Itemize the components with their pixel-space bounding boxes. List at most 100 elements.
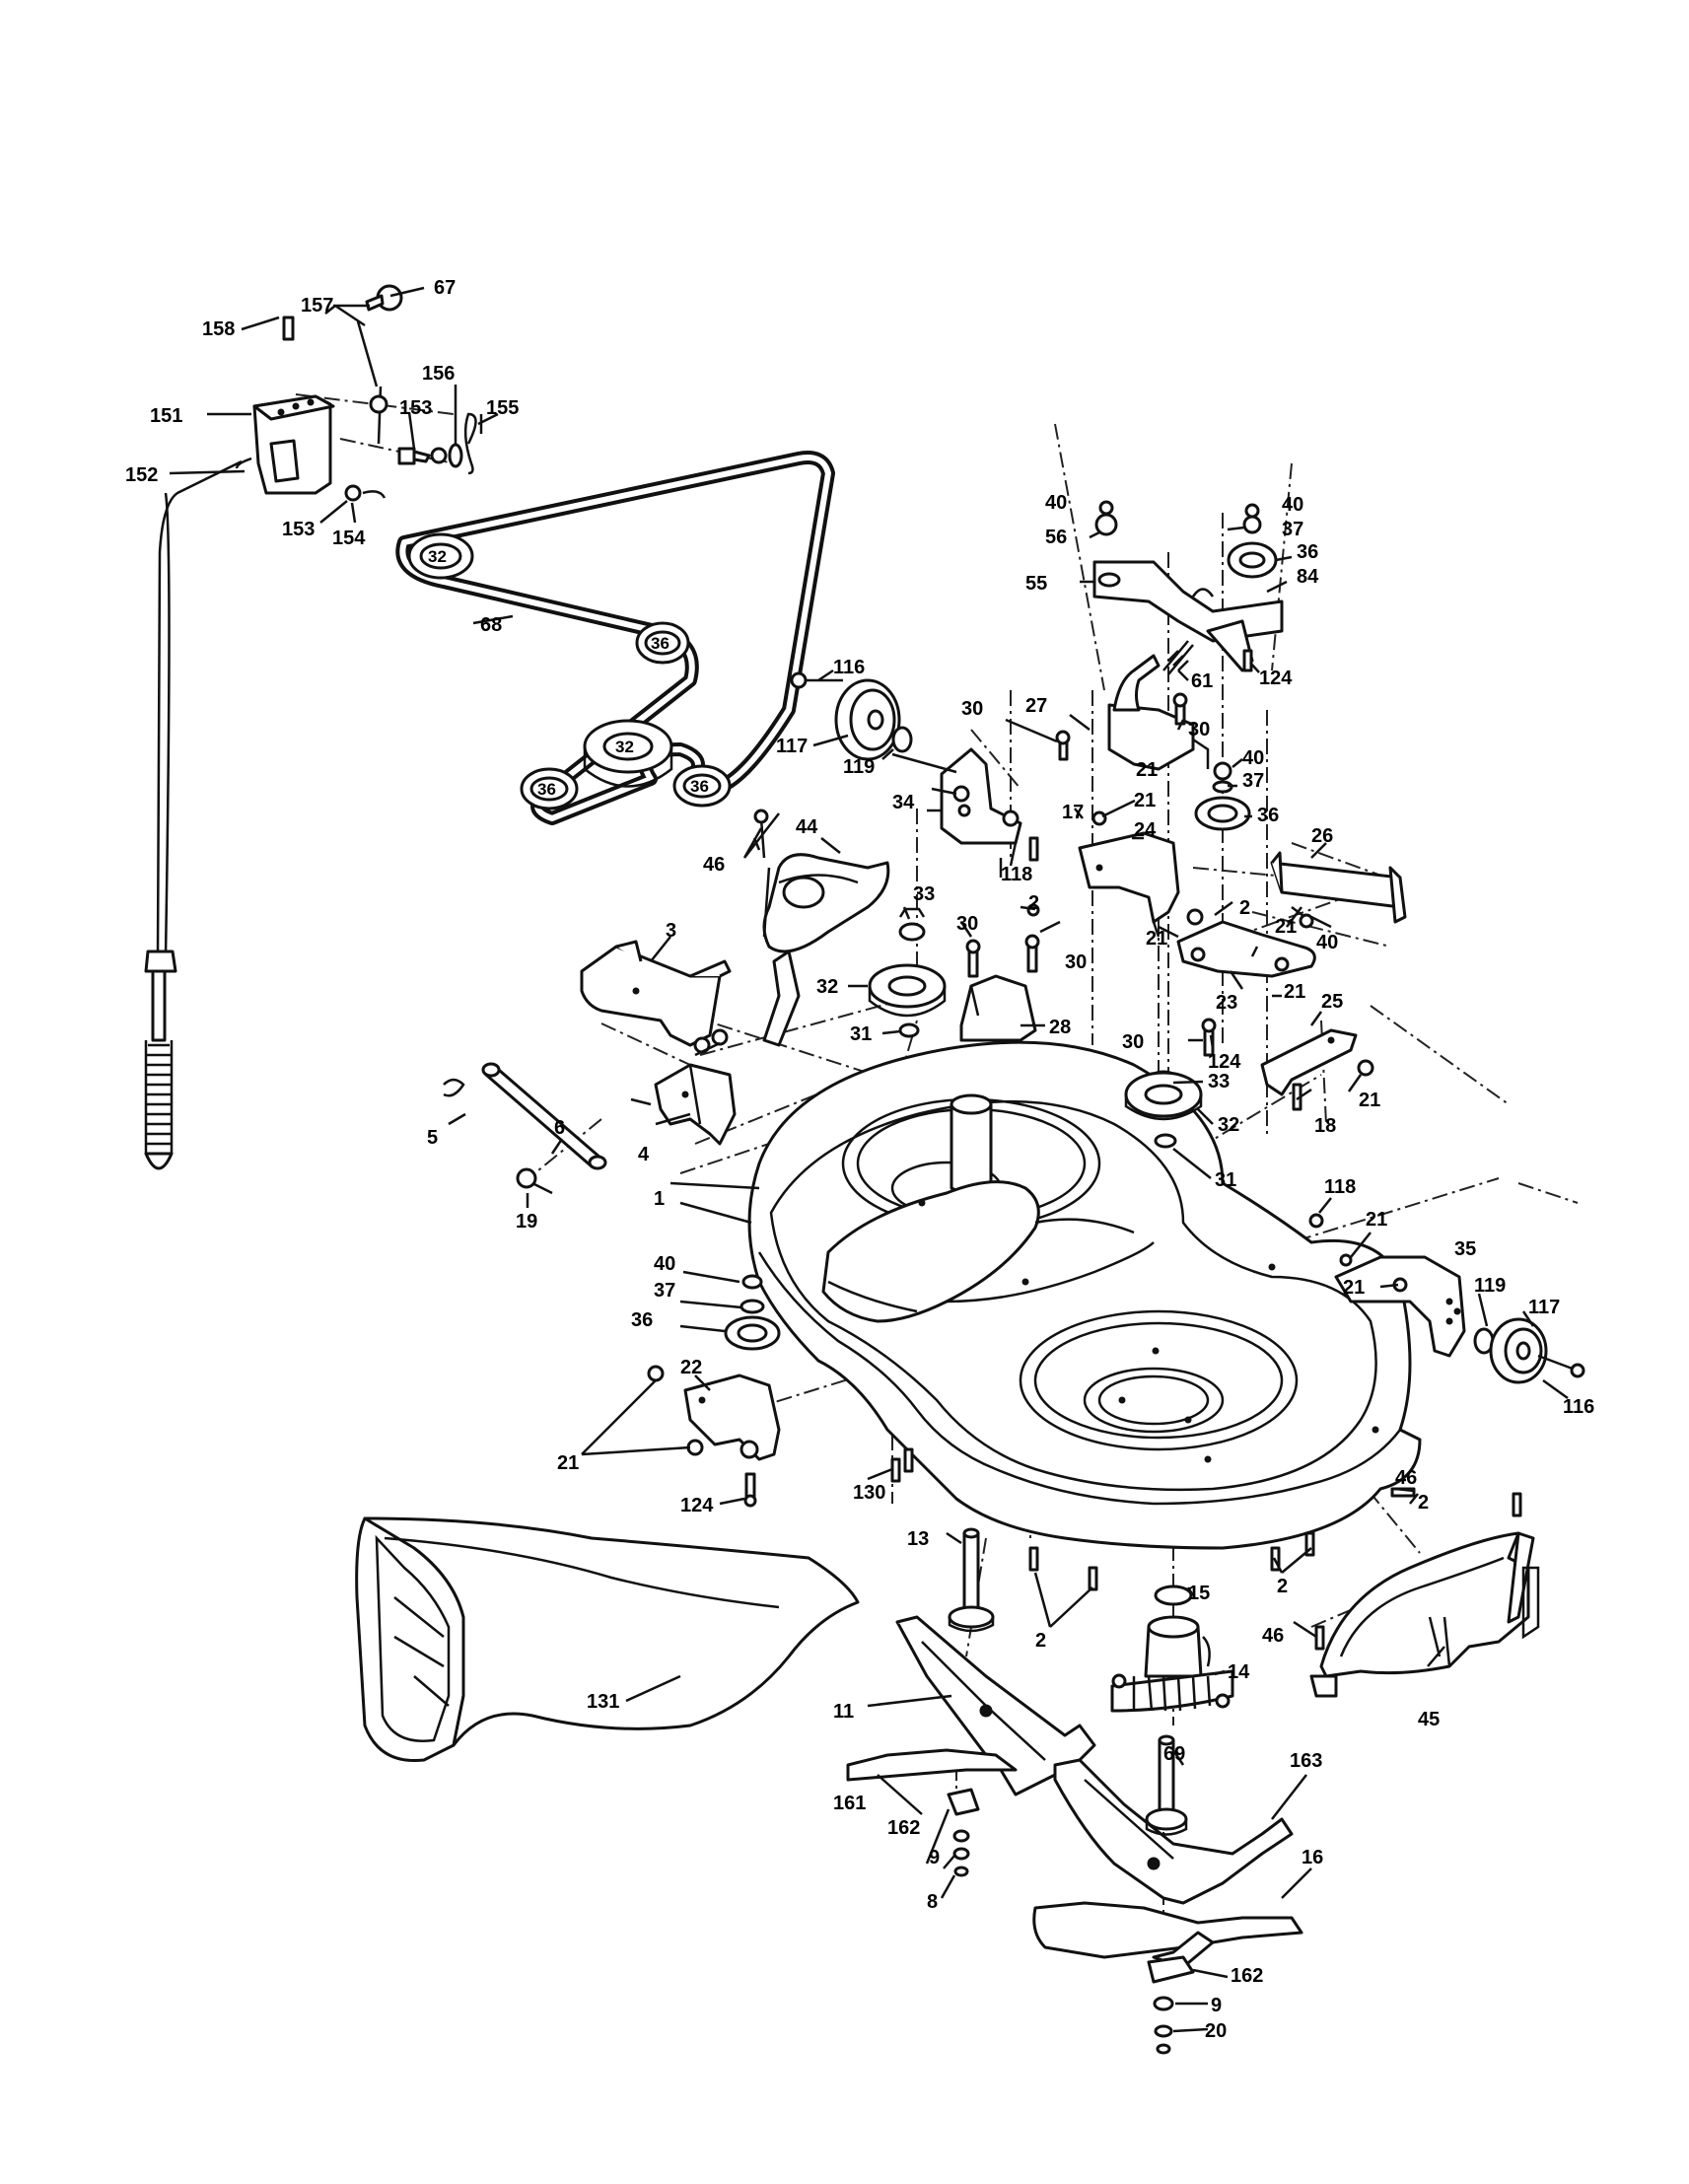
part-label: 22 [680,1357,702,1378]
part-label: 34 [892,792,915,813]
part-label: 130 [853,1482,885,1504]
part-label: 33 [1208,1071,1230,1092]
bracket-27 [1055,640,1210,771]
pulley-label: 36 [690,777,709,796]
part-label: 36 [1297,541,1318,563]
part-label: 15 [1188,1583,1210,1604]
spindle-housing-14 [1110,1585,1234,1713]
part-label: 158 [202,318,235,340]
part-label: 16 [1302,1847,1323,1868]
part-label: 19 [516,1211,537,1233]
part-label: 5 [427,1127,438,1149]
part-label: 161 [833,1793,866,1814]
bracket-22 [647,1365,781,1508]
part-label: 40 [654,1253,675,1275]
part-label: 45 [1418,1709,1440,1730]
part-label: 21 [1359,1090,1380,1111]
part-label: 40 [1316,932,1338,953]
pulley-32-center [1124,1018,1217,1149]
spindle-13 [948,1527,995,1633]
part-label: 157 [301,295,333,317]
pulley-label: 36 [537,780,556,799]
part-label: 67 [434,277,456,299]
pulley-label: 36 [651,634,669,653]
belt-guard-44 [753,809,890,1047]
part-label: 21 [1366,1209,1387,1231]
part-label: 21 [1136,759,1158,781]
lift-lever-assembly [235,284,499,502]
part-label: 11 [833,1701,854,1723]
bracket-23 [1176,908,1316,978]
part-label: 23 [1216,992,1237,1014]
lift-rod-6 [443,1062,607,1170]
part-label: 21 [1284,981,1305,1003]
part-label: 33 [913,883,935,905]
part-label: 156 [422,363,455,385]
spindle-69 [1145,1734,1188,1836]
part-label: 55 [1025,573,1047,595]
bracket-4 [516,1028,737,1195]
part-label: 17 [1062,802,1084,823]
pulley-label: 32 [615,738,634,756]
part-label: 30 [1122,1031,1144,1053]
part-labels: 67 157 158 156 155 153 151 152 153 154 3… [125,277,1594,2042]
part-label: 35 [1454,1238,1476,1260]
part-label: 124 [680,1495,714,1516]
part-label: 117 [1528,1297,1560,1318]
part-label: 37 [1242,770,1264,792]
bracket-25 [1260,1028,1374,1111]
part-label: 30 [956,913,978,935]
part-label: 32 [816,976,838,998]
discharge-chute [355,1516,860,1763]
idler-arm-55 [1092,500,1284,672]
part-label: 153 [399,397,432,419]
control-cable [144,459,243,1170]
mower-deck [747,1040,1422,1550]
part-label: 2 [1418,1492,1429,1514]
part-label: 9 [929,1847,940,1868]
pulley-117-right [1473,1317,1585,1384]
pulley-36-left [724,1274,781,1351]
part-label: 30 [1065,951,1087,973]
part-label: 40 [1045,492,1067,514]
part-label: 61 [1191,670,1213,692]
part-label: 119 [1474,1275,1506,1297]
part-label: 20 [1205,2020,1227,2042]
bracket-24 [1078,810,1180,938]
part-label: 46 [1262,1625,1284,1647]
part-label: 44 [796,816,818,838]
part-label: 6 [554,1117,565,1139]
part-label: 3 [666,920,676,942]
part-label: 162 [1231,1965,1263,1987]
part-label: 14 [1228,1661,1250,1683]
part-label: 31 [1215,1169,1236,1191]
part-label: 119 [843,756,875,778]
blade-hardware [947,1788,1195,2055]
part-label: 27 [1025,695,1047,717]
part-label: 24 [1134,819,1157,841]
pulley-32-left [868,907,947,1038]
part-label: 152 [125,464,158,486]
part-label: 21 [1134,790,1156,811]
pulley-36-idler [1194,761,1251,831]
part-label: 68 [480,614,502,636]
part-label: 69 [1163,1743,1185,1765]
bracket-34 [940,747,1022,878]
part-label: 18 [1314,1115,1336,1137]
part-label: 8 [927,1891,938,1913]
part-label: 13 [907,1528,929,1550]
part-label: 131 [587,1691,619,1713]
part-label: 37 [1282,519,1303,540]
part-label: 2 [1028,892,1039,914]
part-label: 151 [150,405,182,427]
part-label: 9 [1211,1995,1222,2016]
part-label: 2 [1277,1576,1288,1597]
part-label: 37 [654,1280,675,1302]
part-label: 117 [776,736,808,757]
bracket-26 [1270,851,1407,929]
part-label: 28 [1049,1017,1071,1038]
part-label: 36 [1257,805,1279,826]
part-label: 46 [703,854,725,876]
bracket-35 [1308,1213,1466,1358]
part-label: 118 [1001,864,1032,885]
